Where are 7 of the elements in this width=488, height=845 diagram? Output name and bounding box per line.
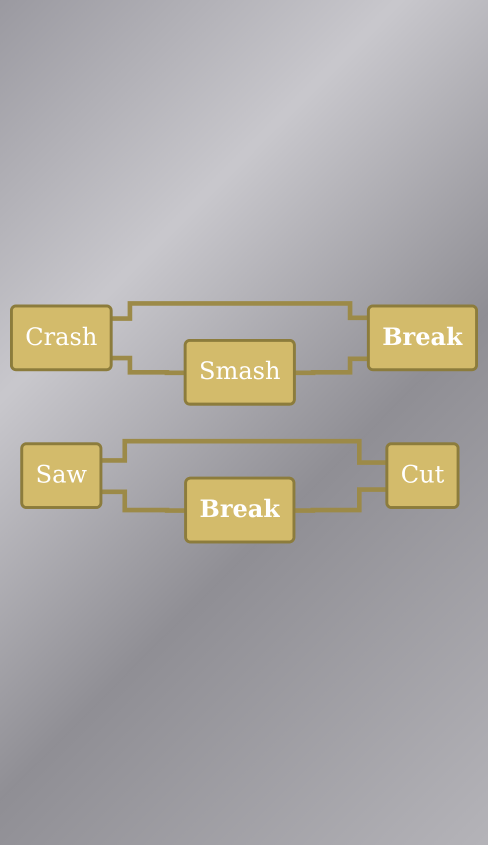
connector: [112, 300, 369, 321]
flowchart-drawing: Smash Crash Break Break Saw Cut: [4, 296, 484, 550]
connector: [294, 487, 388, 513]
connector: [112, 356, 186, 375]
connector: [294, 356, 369, 375]
connector: [101, 489, 186, 513]
connector: [101, 438, 388, 465]
